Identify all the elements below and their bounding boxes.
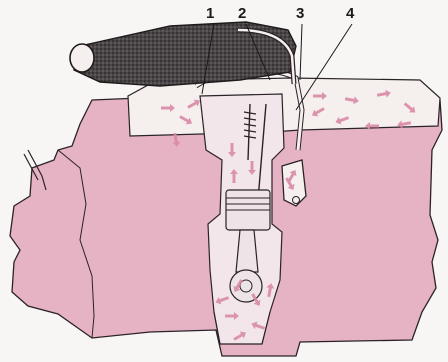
callout-2: 2 <box>238 6 246 21</box>
callout-3: 3 <box>296 6 304 21</box>
connecting-rod <box>236 230 258 272</box>
leader-line-3 <box>300 24 302 80</box>
oil-separator <box>282 160 306 206</box>
valve-cover <box>128 78 440 136</box>
callout-1: 1 <box>206 6 214 21</box>
air-inlet <box>70 44 94 72</box>
crankshaft <box>230 270 262 302</box>
callout-4: 4 <box>346 6 354 21</box>
